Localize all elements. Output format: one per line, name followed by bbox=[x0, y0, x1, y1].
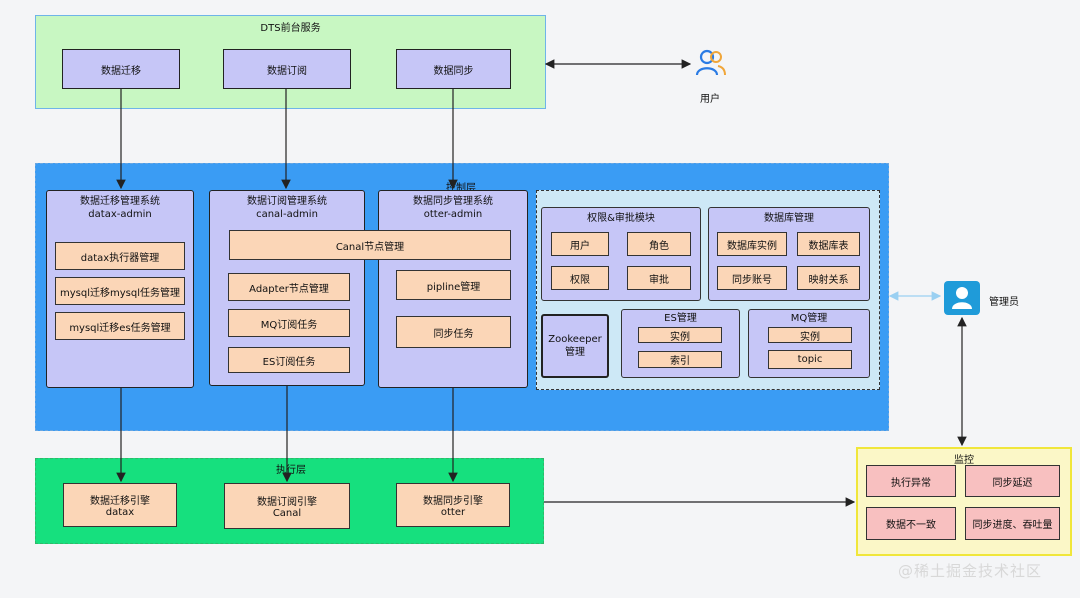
migration-system-title: 数据迁移管理系统 bbox=[80, 196, 160, 207]
mysql-es-task-mgmt[interactable]: mysql迁移es任务管理 bbox=[55, 312, 185, 340]
admin-icon bbox=[944, 281, 980, 315]
sync-task[interactable]: 同步任务 bbox=[396, 316, 511, 348]
perm-approval[interactable]: 审批 bbox=[627, 266, 691, 290]
subscription-system-subtitle: canal-admin bbox=[256, 209, 318, 220]
mapping-relation[interactable]: 映射关系 bbox=[797, 266, 860, 290]
monitor-title: 监控 bbox=[954, 455, 974, 466]
sync-account[interactable]: 同步账号 bbox=[717, 266, 787, 290]
subscription-system-title: 数据订阅管理系统 bbox=[247, 196, 327, 207]
database-module-title: 数据库管理 bbox=[764, 213, 814, 224]
front-box-sync[interactable]: 数据同步 bbox=[396, 49, 511, 89]
mq-subscription-task[interactable]: MQ订阅任务 bbox=[228, 309, 350, 337]
zookeeper-mgmt[interactable]: Zookeeper 管理 bbox=[541, 314, 609, 378]
monitor-sync-progress[interactable]: 同步进度、吞吐量 bbox=[965, 507, 1060, 540]
es-subscription-task[interactable]: ES订阅任务 bbox=[228, 347, 350, 373]
mysql-mysql-task-mgmt[interactable]: mysql迁移mysql任务管理 bbox=[55, 277, 185, 305]
front-box-migration[interactable]: 数据迁移 bbox=[62, 49, 180, 89]
pipline-mgmt[interactable]: pipline管理 bbox=[396, 270, 511, 300]
engine-datax[interactable]: 数据迁移引擎 datax bbox=[63, 483, 177, 527]
perm-role[interactable]: 角色 bbox=[627, 232, 691, 256]
migration-system-subtitle: datax-admin bbox=[88, 209, 152, 220]
mq-instance[interactable]: 实例 bbox=[768, 327, 852, 343]
canal-node-mgmt[interactable]: Canal节点管理 bbox=[229, 230, 511, 260]
engine-canal-name: 数据订阅引擎 bbox=[257, 497, 317, 508]
admin-label: 管理员 bbox=[989, 297, 1019, 308]
exec-layer-title: 执行层 bbox=[276, 465, 306, 476]
db-table[interactable]: 数据库表 bbox=[797, 232, 860, 256]
mq-module-title: MQ管理 bbox=[790, 313, 828, 324]
engine-datax-sub: datax bbox=[105, 507, 135, 518]
monitor-sync-delay[interactable]: 同步延迟 bbox=[965, 465, 1060, 497]
engine-otter-name: 数据同步引擎 bbox=[423, 496, 483, 507]
user-icon bbox=[694, 48, 728, 78]
engine-canal[interactable]: 数据订阅引擎 Canal bbox=[224, 483, 350, 529]
mq-topic[interactable]: topic bbox=[768, 350, 852, 369]
es-instance[interactable]: 实例 bbox=[638, 327, 722, 343]
db-instance[interactable]: 数据库实例 bbox=[717, 232, 787, 256]
engine-datax-name: 数据迁移引擎 bbox=[90, 496, 150, 507]
perm-permission[interactable]: 权限 bbox=[551, 266, 609, 290]
adapter-node-mgmt[interactable]: Adapter节点管理 bbox=[228, 273, 350, 301]
engine-otter-sub: otter bbox=[440, 507, 466, 518]
sync-system-title: 数据同步管理系统 bbox=[413, 196, 493, 207]
front-box-subscription[interactable]: 数据订阅 bbox=[223, 49, 351, 89]
user-label: 用户 bbox=[700, 94, 720, 105]
sync-system-subtitle: otter-admin bbox=[423, 209, 483, 220]
engine-otter[interactable]: 数据同步引擎 otter bbox=[396, 483, 510, 527]
es-module-title: ES管理 bbox=[664, 313, 697, 324]
monitor-exec-exception[interactable]: 执行异常 bbox=[866, 465, 956, 497]
watermark: @稀土掘金技术社区 bbox=[898, 562, 1043, 580]
engine-canal-sub: Canal bbox=[272, 508, 302, 519]
permission-module-title: 权限&审批模块 bbox=[587, 213, 655, 224]
es-index[interactable]: 索引 bbox=[638, 351, 722, 368]
perm-user[interactable]: 用户 bbox=[551, 232, 609, 256]
control-layer-title: 控制层 bbox=[446, 183, 476, 194]
front-layer-title: DTS前台服务 bbox=[260, 23, 321, 34]
datax-executor-mgmt[interactable]: datax执行器管理 bbox=[55, 242, 185, 270]
monitor-data-inconsistency[interactable]: 数据不一致 bbox=[866, 507, 956, 540]
